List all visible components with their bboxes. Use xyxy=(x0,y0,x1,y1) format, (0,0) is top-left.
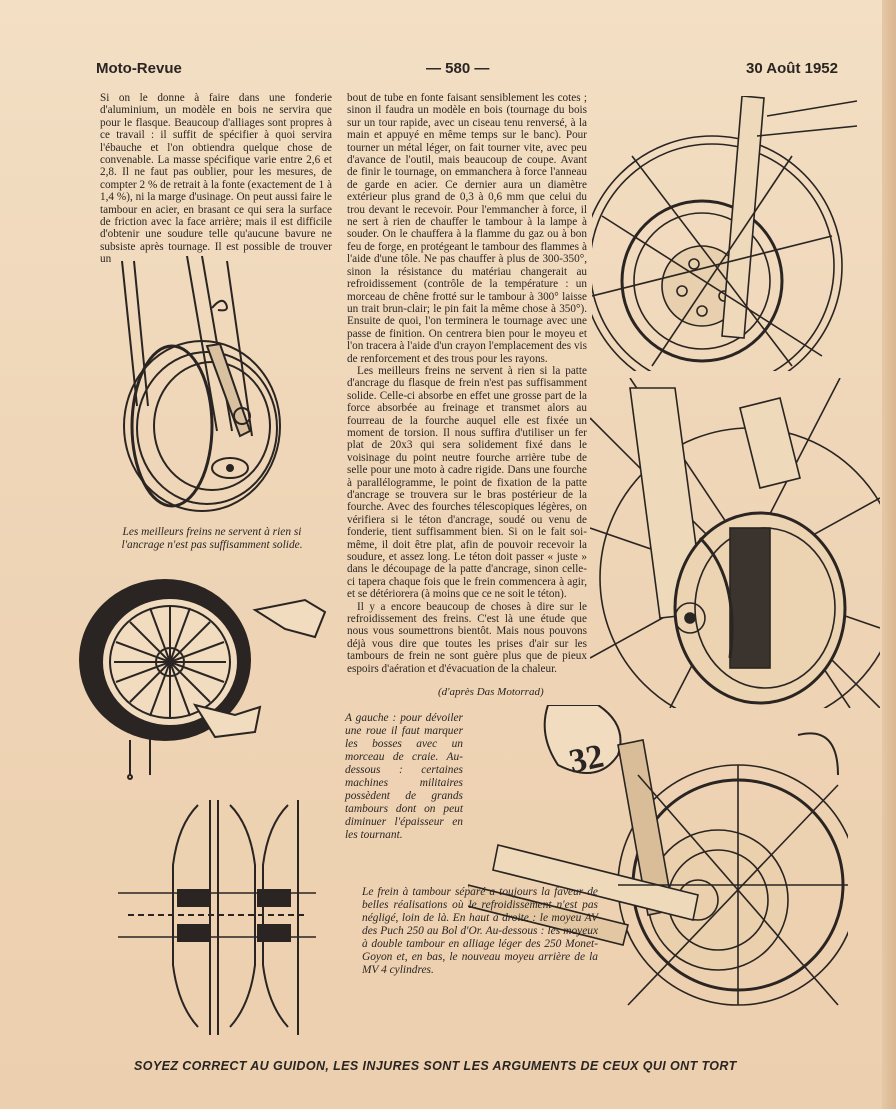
mv-rear-hub-illustration: 32 xyxy=(468,705,848,1006)
magazine-name: Moto-Revue xyxy=(96,60,182,77)
article-column-1: Si on le donne à faire dans une fonderie… xyxy=(100,92,332,266)
wheel-truing-illustration xyxy=(79,579,327,780)
footer-slogan: SOYEZ CORRECT AU GUIDON, LES INJURES SON… xyxy=(134,1059,737,1073)
caption-anchor: Les meilleurs freins ne servent à rien s… xyxy=(121,526,303,551)
paragraph: Les meilleurs freins ne servent à rien s… xyxy=(347,364,587,601)
monet-goyon-hub-illustration xyxy=(590,378,880,708)
brake-anchor-illustration xyxy=(121,256,281,512)
caption-wheel: A gauche : pour dévoiler une roue il fau… xyxy=(345,712,463,841)
paragraph: Si on le donne à faire dans une fonderie… xyxy=(100,92,332,266)
source-credit: (d'après Das Motorrad) xyxy=(438,686,544,698)
paragraph: bout de tube en fonte faisant sensibleme… xyxy=(347,92,587,365)
page-edge xyxy=(882,0,896,1109)
article-column-2: bout de tube en fonte faisant sensibleme… xyxy=(347,92,587,675)
page-number: — 580 — xyxy=(426,60,490,77)
page-header: Moto-Revue — 580 — 30 Août 1952 xyxy=(96,60,838,82)
caption-hubs: Le frein à tambour séparé a toujours la … xyxy=(362,886,598,976)
issue-date: 30 Août 1952 xyxy=(746,60,838,77)
hub-section-illustration xyxy=(118,800,316,1035)
paragraph: Il y a encore beaucoup de choses à dire … xyxy=(347,600,587,675)
puch-front-hub-illustration xyxy=(592,96,858,371)
race-number: 32 xyxy=(566,738,607,781)
